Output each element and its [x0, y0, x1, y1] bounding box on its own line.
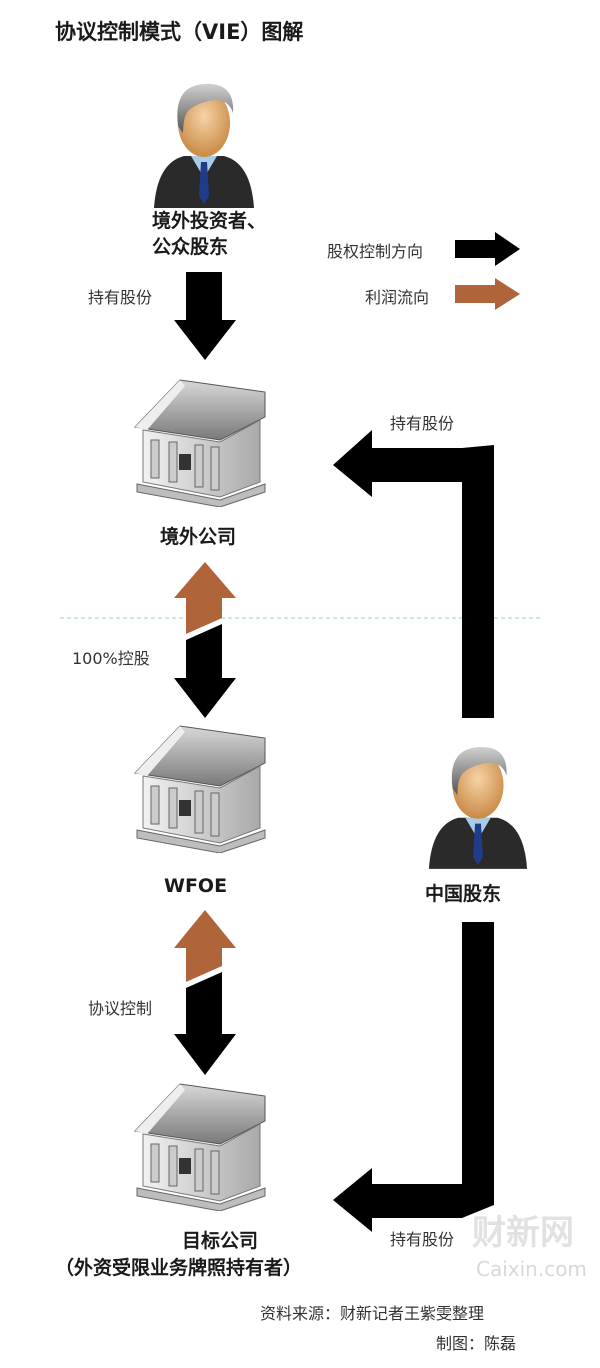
investors-label-line1: 境外投资者、 [152, 210, 267, 232]
target-company-sublabel: （外资受限业务牌照持有者） [55, 1257, 303, 1279]
equity-arrow-offshore-wfoe [174, 624, 236, 718]
investors-label: 境外投资者、 公众股东 [152, 208, 266, 260]
offshore-company-label: 境外公司 [160, 526, 237, 548]
legend-profit-label: 利润流向 [365, 288, 430, 307]
profit-arrow-target-wfoe [174, 910, 236, 982]
page-title: 协议控制模式（VIE）图解 [55, 20, 304, 44]
source-note: 资料来源：财新记者王紫雯整理 [260, 1304, 485, 1323]
equity-arrow-chinese-offshore [333, 430, 494, 718]
equity-arrow-wfoe-target [174, 972, 236, 1075]
target-company-label: 目标公司 [182, 1230, 259, 1252]
watermark-cn: 财新网 [472, 1213, 574, 1253]
profit-arrow-wfoe-offshore [174, 562, 236, 634]
edge-label-chinese-target: 持有股份 [390, 1230, 455, 1249]
offshore-company-building-icon [134, 379, 266, 507]
watermark-en: Caixin.com [476, 1257, 587, 1281]
legend-profit-arrow [455, 278, 520, 310]
chinese-shareholder-person-icon [428, 746, 528, 869]
wfoe-building-icon [134, 725, 266, 853]
credit-note: 制图：陈磊 [436, 1334, 517, 1353]
chinese-shareholder-label: 中国股东 [425, 883, 502, 905]
edge-label-wfoe-target: 协议控制 [88, 999, 153, 1018]
edge-label-chinese-offshore: 持有股份 [390, 414, 455, 433]
legend-equity-arrow [455, 232, 520, 266]
investors-label-line2: 公众股东 [152, 236, 229, 258]
legend-equity-label: 股权控制方向 [327, 242, 424, 261]
edge-label-investors-offshore: 持有股份 [88, 288, 153, 307]
equity-arrow-chinese-target [333, 922, 494, 1232]
edge-label-offshore-wfoe: 100%控股 [72, 649, 150, 668]
equity-arrow-investors-offshore [174, 272, 236, 360]
wfoe-label: WFOE [164, 875, 228, 897]
investor-person-icon [154, 83, 254, 208]
target-company-building-icon [134, 1083, 266, 1211]
